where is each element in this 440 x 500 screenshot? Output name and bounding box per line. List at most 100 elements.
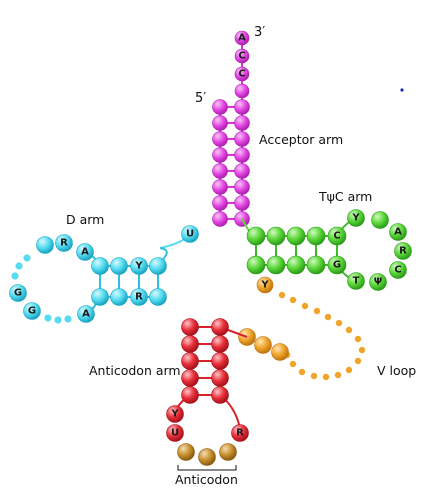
tpsic-nucleotide bbox=[246, 226, 266, 246]
base-t-y: Y bbox=[351, 213, 360, 224]
acceptor-nucleotide bbox=[234, 147, 250, 163]
five-prime-label: 5′ bbox=[195, 91, 206, 106]
tpsic-arm-label: TψC arm bbox=[318, 189, 372, 204]
base-d-r: R bbox=[60, 238, 68, 249]
d-arm-nucleotide bbox=[149, 288, 167, 306]
tpsic-nucleotide bbox=[389, 223, 407, 241]
anticodon-arm-nucleotide bbox=[211, 318, 229, 336]
acceptor-nucleotide bbox=[234, 179, 250, 195]
d-arm-nucleotide bbox=[91, 257, 109, 275]
base-t-t: T bbox=[353, 276, 360, 287]
base-ac-u: U bbox=[171, 428, 179, 439]
base-acc-c2: C bbox=[238, 69, 245, 80]
base-acc-c1: C bbox=[238, 51, 245, 62]
d-arm-nucleotide bbox=[77, 305, 95, 323]
anticodon-arm-nucleotide bbox=[211, 352, 229, 370]
anticodon-arm-nucleotide bbox=[166, 405, 184, 423]
anticodon-nucleotide bbox=[177, 443, 195, 461]
anticodon-arm-nucleotide bbox=[181, 352, 199, 370]
d-arm-nucleotide bbox=[9, 284, 27, 302]
base-d-y: Y bbox=[134, 261, 143, 272]
anticodon-arm-nucleotide bbox=[181, 386, 199, 404]
acceptor-nucleotide bbox=[234, 48, 250, 64]
tpsic-nucleotide bbox=[394, 242, 412, 260]
anticodon-nucleotide bbox=[219, 443, 237, 461]
anticodon-arm: Y U R bbox=[166, 318, 249, 442]
anticodon-arm-nucleotide bbox=[181, 318, 199, 336]
tpsic-nucleotide bbox=[286, 226, 306, 246]
d-arm-nucleotide bbox=[149, 257, 167, 275]
base-acc-a: A bbox=[238, 33, 246, 44]
d-arm-nucleotide bbox=[76, 243, 94, 261]
acceptor-arm: A C C bbox=[212, 30, 250, 227]
anticodon-label: Anticodon bbox=[175, 472, 238, 487]
d-arm: R A Y R G G A bbox=[9, 234, 168, 324]
acceptor-nucleotide bbox=[212, 115, 228, 131]
acceptor-nucleotide bbox=[234, 195, 250, 211]
acceptor-nucleotide bbox=[234, 115, 250, 131]
acceptor-nucleotide bbox=[234, 30, 250, 46]
anticodon-bracket bbox=[177, 465, 237, 471]
d-arm-nucleotide bbox=[110, 257, 128, 275]
d-arm-nucleotide bbox=[23, 302, 41, 320]
anticodon-arm-nucleotide bbox=[231, 424, 249, 442]
base-u: U bbox=[186, 229, 194, 240]
tpsic-nucleotide bbox=[347, 272, 365, 290]
v-loop-label: V loop bbox=[377, 363, 416, 378]
base-d-a: A bbox=[81, 247, 89, 258]
d-arm-nucleotide bbox=[130, 288, 148, 306]
acceptor-nucleotide bbox=[212, 147, 228, 163]
anticodon-nucleotide bbox=[198, 448, 216, 466]
anticodon-arm-nucleotide bbox=[181, 335, 199, 353]
tpsic-nucleotide bbox=[266, 255, 286, 275]
tpsic-nucleotide bbox=[369, 273, 387, 291]
tpsic-nucleotide bbox=[327, 255, 347, 275]
anticodon-arm-nucleotide bbox=[211, 335, 229, 353]
acceptor-nucleotide bbox=[212, 163, 228, 179]
acceptor-nucleotide bbox=[212, 195, 228, 211]
d-arm-nucleotide bbox=[55, 234, 73, 252]
acceptor-nucleotide bbox=[234, 83, 250, 99]
tpsic-nucleotide bbox=[347, 209, 365, 227]
tpsic-nucleotide bbox=[306, 255, 326, 275]
d-arm-nucleotide bbox=[130, 257, 148, 275]
tpsic-arm: C G Y A R C Ψ T bbox=[246, 209, 412, 291]
base-t-psi: Ψ bbox=[374, 277, 383, 288]
base-t-c-loop: C bbox=[394, 265, 401, 276]
anticodon bbox=[177, 443, 237, 471]
base-t-a: A bbox=[394, 227, 402, 238]
acceptor-nucleotide bbox=[212, 179, 228, 195]
tpsic-nucleotide bbox=[389, 261, 407, 279]
base-d-a2: A bbox=[82, 309, 90, 320]
three-prime-label: 3′ bbox=[254, 25, 265, 40]
d-arm-label: D arm bbox=[66, 212, 104, 227]
anticodon-arm-nucleotide bbox=[211, 386, 229, 404]
anticodon-arm-nucleotide bbox=[181, 369, 199, 387]
base-t-r: R bbox=[399, 246, 407, 257]
tpsic-nucleotide bbox=[286, 255, 306, 275]
v-loop: Y bbox=[238, 276, 366, 381]
acceptor-nucleotide bbox=[234, 131, 250, 147]
base-v-y: Y bbox=[260, 280, 269, 291]
d-arm-nucleotide bbox=[110, 288, 128, 306]
tpsic-nucleotide bbox=[327, 226, 347, 246]
stray-dot bbox=[400, 88, 404, 92]
d-arm-nucleotide bbox=[36, 236, 54, 254]
v-loop-nucleotide bbox=[254, 336, 272, 354]
base-ac-y: Y bbox=[170, 409, 179, 420]
acceptor-arm-label: Acceptor arm bbox=[259, 132, 343, 147]
tpsic-nucleotide bbox=[306, 226, 326, 246]
acceptor-nucleotide bbox=[234, 99, 250, 115]
anticodon-arm-nucleotide bbox=[211, 369, 229, 387]
acceptor-nucleotide bbox=[212, 131, 228, 147]
v-loop-nucleotide bbox=[271, 343, 289, 361]
v-loop-y-nucleotide bbox=[256, 276, 274, 294]
acceptor-nucleotide bbox=[234, 163, 250, 179]
tpsic-nucleotide bbox=[371, 211, 389, 229]
d-arm-nucleotide bbox=[91, 288, 109, 306]
tpsic-nucleotide bbox=[266, 226, 286, 246]
acceptor-nucleotide bbox=[212, 99, 228, 115]
base-t-c: C bbox=[333, 231, 340, 242]
base-d-g1: G bbox=[14, 288, 22, 299]
